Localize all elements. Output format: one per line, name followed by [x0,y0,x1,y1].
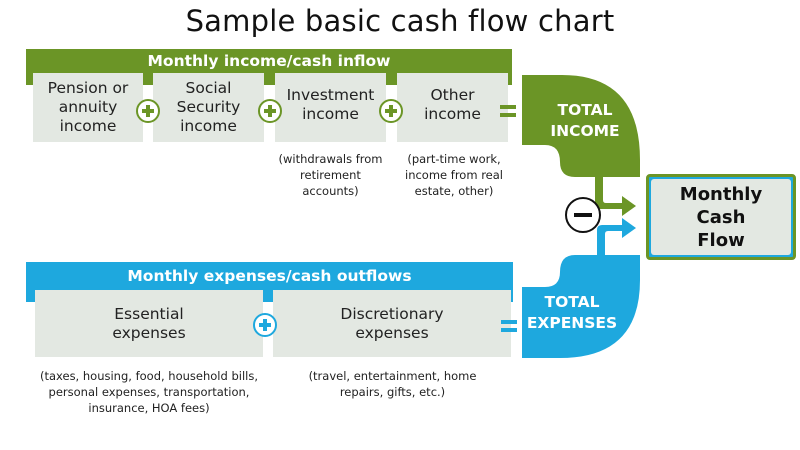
expense-label: Essential expenses [112,304,186,342]
total-income-shape [522,75,640,177]
plus-icon [253,313,277,337]
plus-icon [136,99,160,123]
monthly-cash-flow-box: Monthly Cash Flow [646,174,796,260]
income-box-pension: Pension or annuity income [33,73,143,142]
investment-note: (withdrawals from retirement accounts) [278,152,383,198]
income-label: Investment income [286,85,375,123]
expense-box-essential: Essential expenses [35,290,263,357]
other-note: (part-time work, income from real estate… [405,152,503,198]
plus-icon [258,99,282,123]
income-box-investment: Investment income [275,73,386,142]
minus-icon [565,197,601,233]
income-label: Pension or annuity income [47,79,129,135]
plus-icon [379,99,403,123]
page-title: Sample basic cash flow chart [185,4,615,38]
essential-note: (taxes, housing, food, household bills, … [40,369,258,415]
total-expenses-shape [522,255,640,358]
income-box-social-security: Social Security income [153,73,264,142]
income-label: Social Security income [176,79,241,135]
expense-box-discretionary: Discretionary expenses [273,290,511,357]
income-label: Other income [424,85,481,123]
result-label: Monthly Cash Flow [679,183,763,251]
expenses-arrow [597,218,636,255]
equals-icon [500,105,516,117]
income-arrow [595,177,636,216]
expense-label: Discretionary expenses [340,304,444,342]
total-expenses-label: TOTAL EXPENSES [526,293,618,332]
discretionary-note: (travel, entertainment, home repairs, gi… [308,369,477,399]
total-income-label: TOTAL INCOME [550,101,620,140]
income-box-other: Other income [397,73,508,142]
equals-icon [501,320,517,332]
